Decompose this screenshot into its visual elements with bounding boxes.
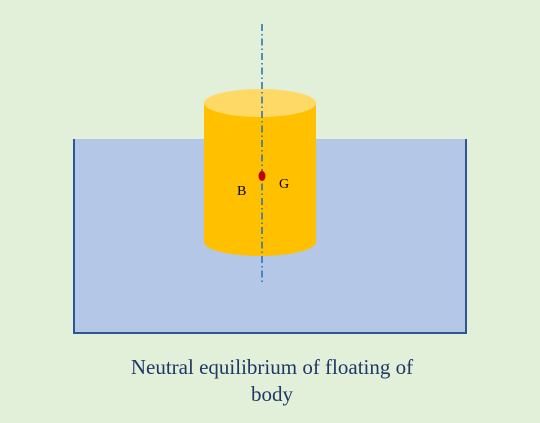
buoyancy-center-label: B <box>237 184 247 199</box>
figure-caption: Neutral equilibrium of floating of body <box>0 354 540 408</box>
tank-outline <box>73 139 467 334</box>
caption-line-1: Neutral equilibrium of floating of <box>130 355 414 379</box>
gravity-center-label: G <box>279 177 290 192</box>
cylinder-top <box>204 89 316 117</box>
caption-line-2: body <box>251 382 293 406</box>
center-point <box>258 171 266 181</box>
